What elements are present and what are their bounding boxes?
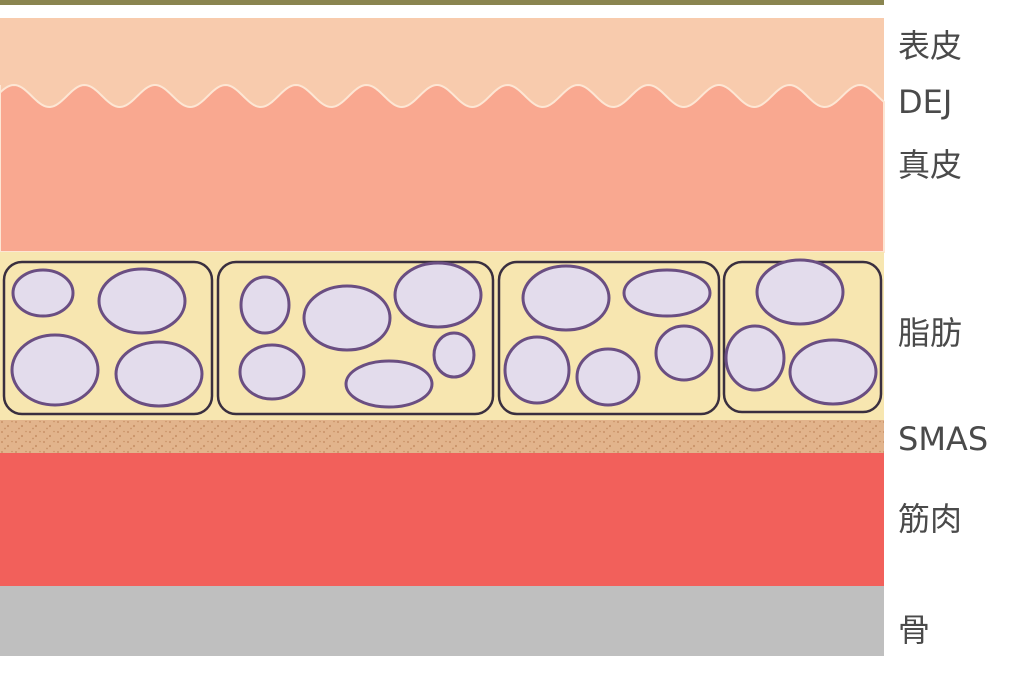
fat-cell xyxy=(114,340,204,408)
fat-cell xyxy=(239,275,291,335)
dermis-layer xyxy=(0,83,885,253)
label-dej: DEJ xyxy=(898,83,953,121)
bone-layer xyxy=(0,586,884,656)
fat-lobules xyxy=(2,258,883,416)
fat-cell xyxy=(755,258,845,326)
fat-cell xyxy=(575,347,641,407)
fat-cell xyxy=(503,335,571,405)
fat-lobule xyxy=(497,260,721,416)
fat-cell xyxy=(238,343,306,401)
top-bar xyxy=(0,0,884,5)
fat-lobule xyxy=(216,260,495,416)
label-epidermis: 表皮 xyxy=(898,27,963,65)
label-fat: 脂肪 xyxy=(898,314,963,352)
muscle-layer xyxy=(0,453,884,586)
label-dermis: 真皮 xyxy=(898,146,963,184)
fat-cell xyxy=(724,324,786,392)
fat-cell xyxy=(432,331,476,379)
fat-cell xyxy=(788,338,878,406)
smas-layer xyxy=(0,420,884,453)
fat-lobule xyxy=(2,260,214,416)
fat-cell xyxy=(622,268,712,318)
label-smas: SMAS xyxy=(898,420,989,458)
fat-cell xyxy=(344,359,434,409)
fat-cell xyxy=(10,333,100,407)
fat-cell xyxy=(97,267,187,335)
fat-cell xyxy=(393,261,483,329)
fat-cell xyxy=(302,284,392,352)
label-muscle: 筋肉 xyxy=(898,500,963,538)
label-bone: 骨 xyxy=(898,611,931,649)
fat-cell xyxy=(521,264,611,332)
fat-cell xyxy=(11,268,75,318)
fat-cell xyxy=(654,324,714,382)
